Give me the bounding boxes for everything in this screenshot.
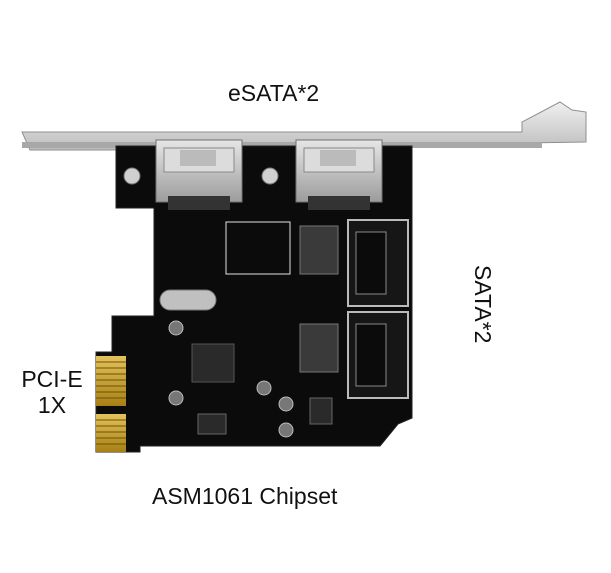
asm1061-chip (191, 343, 235, 383)
small-chip (197, 413, 227, 435)
screw-2 (261, 167, 279, 185)
pcie-label: PCI-E 1X (14, 366, 90, 419)
esata-port-2 (295, 139, 383, 210)
pcie-label-line1: PCI-E (21, 366, 83, 392)
metal-bracket (21, 101, 587, 151)
jumper-header-2 (299, 323, 339, 373)
sata-connector-2 (347, 311, 409, 399)
esata-label: eSATA*2 (228, 80, 320, 106)
capacitors (168, 320, 294, 438)
sata-connector-1 (347, 219, 409, 307)
crystal-oscillator (159, 289, 217, 311)
jumper-header-1 (299, 225, 339, 275)
esata-port-1 (155, 139, 243, 210)
screw-1 (123, 167, 141, 185)
pcie-label-line2: 1X (37, 392, 67, 419)
sata-label: SATA*2 (470, 265, 496, 344)
pcie-gold-fingers (96, 356, 126, 452)
silkscreen-jumper-table (225, 221, 291, 275)
regulator-chip (309, 397, 333, 425)
chipset-label: ASM1061 Chipset (152, 483, 338, 509)
